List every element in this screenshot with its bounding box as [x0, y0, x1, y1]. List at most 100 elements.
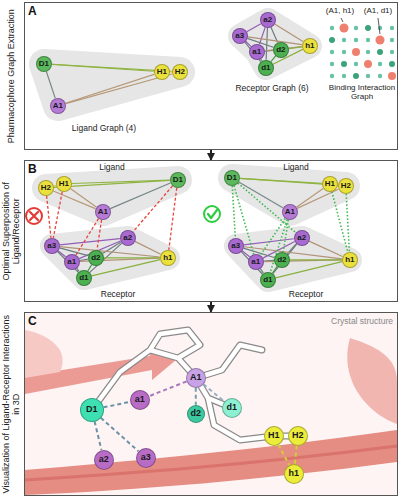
grid-dot	[340, 24, 349, 33]
grid-dot	[388, 72, 396, 80]
node-label: A1	[285, 208, 295, 216]
interaction-grid	[329, 18, 396, 80]
ligand-sticks	[92, 330, 298, 440]
panel-box: CVisualization of Ligand-Receptor Intera…	[24, 312, 398, 496]
pharmacophore-node: a3	[232, 28, 248, 44]
leader-line	[341, 18, 343, 22]
connector	[135, 241, 161, 254]
pharmacophore-node: a1	[130, 390, 150, 410]
text-label: Receptor	[101, 290, 136, 300]
node-label: a2	[297, 234, 306, 242]
connector	[266, 28, 267, 60]
connector	[60, 239, 120, 245]
pharmacophore-node: h1	[284, 464, 304, 484]
connector	[289, 47, 302, 49]
protein-ribbon	[347, 338, 397, 424]
text-label: Receptor Graph (6)	[235, 84, 308, 94]
connector	[346, 194, 349, 252]
node-label: d2	[276, 46, 285, 54]
grid-dot	[352, 48, 360, 56]
text-label: (A1, d1)	[364, 6, 392, 15]
connector	[210, 150, 212, 160]
node-label: d1	[79, 274, 88, 282]
node-label: h1	[345, 256, 354, 264]
protein-ribbon	[25, 430, 397, 495]
node-label: D1	[86, 405, 98, 414]
grid-dot	[353, 73, 359, 79]
connector	[239, 182, 283, 208]
mark-circle	[26, 208, 42, 224]
connector	[104, 257, 160, 258]
grid-dot	[330, 50, 334, 54]
pharmacophore-node: a3	[228, 238, 244, 254]
node-label: A1	[190, 373, 202, 382]
node-label: h1	[289, 469, 300, 478]
pharmacophore-node: a2	[120, 230, 136, 246]
connector	[46, 71, 55, 98]
pharmacophore-node: A1	[50, 98, 66, 114]
graph-ground	[236, 238, 350, 280]
right-mark	[204, 206, 220, 222]
pharmacophore-node: D1	[80, 398, 104, 422]
pharmacophore-node: H2	[38, 180, 54, 196]
connector	[70, 189, 96, 208]
scene-ground	[25, 313, 397, 495]
protein-ribbon	[25, 330, 63, 378]
grid-dot	[389, 61, 395, 67]
node-label: a1	[252, 48, 261, 56]
connector	[80, 259, 88, 260]
node-label: A1	[98, 208, 108, 216]
node-label: H2	[341, 182, 351, 190]
pharmacophore-node: H2	[172, 64, 188, 80]
grid-dot	[366, 74, 370, 78]
node-label: H1	[157, 68, 167, 76]
stick-bond	[92, 330, 298, 440]
check-symbol	[208, 210, 217, 218]
grid-dot	[366, 38, 370, 42]
wrong-mark	[26, 208, 42, 224]
connector	[195, 388, 197, 405]
connector	[47, 196, 51, 238]
node-label: D1	[39, 60, 49, 68]
node-label: H1	[325, 180, 335, 188]
node-label: a1	[251, 258, 260, 266]
panel-title: Visualization of Ligand-Receptor Interac…	[1, 313, 23, 495]
panel-letter: B	[28, 162, 37, 176]
text-label: Ligand	[99, 163, 125, 173]
panel-title: Optimal Superposition of Ligand/Receptor	[1, 161, 23, 301]
node-label: d2	[191, 409, 202, 418]
connector	[133, 186, 172, 232]
node-label: H2	[41, 184, 51, 192]
node-label: a2	[263, 16, 272, 24]
pharmacophore-node: d2	[274, 252, 290, 268]
connector	[232, 186, 235, 238]
grid-dot	[378, 62, 382, 66]
node-label: d2	[277, 256, 286, 264]
grid-dot	[390, 38, 394, 42]
node-label: a3	[141, 453, 151, 462]
pharmacophore-node: H1	[154, 64, 170, 80]
connector	[53, 192, 62, 238]
pharmacophore-node: h1	[302, 38, 318, 54]
panel-letter: A	[28, 4, 37, 18]
text-label: Binding Interaction Graph	[326, 83, 398, 101]
grid-dot	[377, 49, 383, 55]
pharmacophore-node: d1	[222, 398, 242, 418]
graph-ground	[240, 20, 310, 68]
pharmacophore-node: H2	[288, 426, 308, 446]
node-label: h1	[305, 42, 314, 50]
node-label: a3	[235, 32, 244, 40]
pharmacophore-node: d1	[76, 270, 92, 286]
connector	[295, 446, 297, 464]
grid-dot	[378, 26, 382, 30]
grid-dot	[342, 50, 346, 54]
connector	[271, 56, 276, 62]
text-label: Receptor	[289, 290, 324, 300]
connector	[53, 191, 95, 209]
node-label: h1	[163, 254, 172, 262]
connector	[66, 74, 155, 103]
connector	[88, 265, 92, 271]
pharmacophore-node: a3	[136, 448, 156, 468]
